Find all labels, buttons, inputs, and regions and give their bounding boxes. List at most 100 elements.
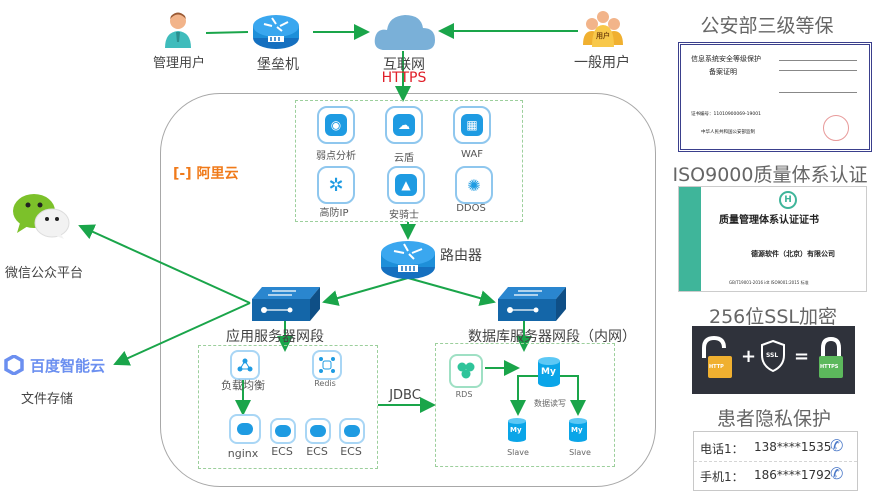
phone-call-icon[interactable]: ✆ xyxy=(830,464,844,483)
server-label: nginx xyxy=(227,447,259,460)
wire-router-app xyxy=(322,277,409,306)
mps-heading-1: 信息系统安全等级保护 xyxy=(691,55,761,63)
nginx-node[interactable] xyxy=(229,414,261,444)
ssl-shield-label: SSL xyxy=(766,352,779,359)
jdbc-label: JDBC xyxy=(389,388,421,403)
mysql-mark: My xyxy=(571,426,583,434)
iso-company: 德源软件（北京）有限公司 xyxy=(751,250,835,258)
ssl-banner-image: HTTP + SSL = HTTPS xyxy=(692,326,855,394)
cloud-shield-icon: ☁ xyxy=(393,114,415,136)
file-storage-label: 文件存储 xyxy=(21,392,74,407)
service-anti-ddos-ip[interactable]: ✲ xyxy=(317,166,355,204)
mysql-database-icon xyxy=(569,418,587,442)
wire-app-wechat xyxy=(78,224,251,304)
ecs-node[interactable] xyxy=(305,418,331,444)
load-balancer-node[interactable] xyxy=(230,350,260,380)
mysql-master-node[interactable]: My xyxy=(538,357,560,387)
aliyun-logo: [-] 阿里云 xyxy=(173,163,238,183)
baidu-cloud-logo: 百度智能云 xyxy=(4,354,114,376)
wechat-label: 微信公众平台 xyxy=(5,266,84,281)
phone-row-value: 186****1792 xyxy=(754,468,832,482)
cloud-server-icon xyxy=(310,425,326,437)
redis-node[interactable] xyxy=(312,350,342,380)
db-segment-label: 数据库服务器网段（内网） xyxy=(468,329,636,345)
mysql-database-icon xyxy=(508,418,526,442)
iso-title: ISO9000质量体系认证 xyxy=(672,164,868,186)
wechat-icon xyxy=(12,193,70,239)
ssl-equals: = xyxy=(794,346,810,367)
service-label: 弱点分析 xyxy=(316,151,356,162)
service-weakness-analysis[interactable]: ◉ xyxy=(317,106,355,144)
server-label: ECS xyxy=(306,445,328,458)
wire-master-slave-2 xyxy=(558,375,586,416)
iso-certificate-image: H 质量管理体系认证证书 德源软件（北京）有限公司 GB/T19001-2016… xyxy=(678,186,867,292)
ssl-https-label: HTTPS xyxy=(820,364,839,370)
mysql-slave-node[interactable]: My xyxy=(569,418,587,442)
wire-master-slave-1 xyxy=(510,375,538,416)
https-label: HTTPS xyxy=(381,70,427,86)
rds-label: RDS xyxy=(455,390,473,399)
user-badge: 用户 xyxy=(596,32,610,40)
service-label: DDOS xyxy=(456,203,486,214)
server-label: ECS xyxy=(340,445,362,458)
service-waf[interactable]: ▦ xyxy=(453,106,491,144)
network-nodes-icon xyxy=(237,358,253,372)
service-cloud-shield[interactable]: ☁ xyxy=(385,106,423,144)
mps-certificate-image: 信息系统安全等级保护 备案证明 证书编号：11010900069-19001 中… xyxy=(678,42,872,152)
mysql-slave-node[interactable]: My xyxy=(508,418,526,442)
red-seal-icon xyxy=(823,115,849,141)
load-balancer-label: 负载均衡 xyxy=(221,379,265,392)
rds-hexagon-icon xyxy=(457,362,475,379)
rds-node[interactable] xyxy=(449,354,483,388)
mps-heading-2: 备案证明 xyxy=(709,68,737,76)
cloud-server-icon xyxy=(344,425,360,437)
general-users-icon: 用户 xyxy=(583,9,623,49)
router-label: 路由器 xyxy=(440,248,482,264)
ecs-node[interactable] xyxy=(339,418,365,444)
mysql-mark: My xyxy=(510,426,522,434)
open-padlock-icon xyxy=(702,336,732,378)
service-ddos[interactable]: ✺ xyxy=(455,166,493,204)
general-user-label: 一般用户 xyxy=(574,55,630,71)
redis-label: Redis xyxy=(314,379,336,388)
phone-call-icon[interactable]: ✆ xyxy=(830,436,844,455)
redis-cluster-icon xyxy=(319,357,335,373)
baidu-hexagon-icon xyxy=(4,355,24,375)
phone-row-value: 138****1535 xyxy=(754,440,832,454)
db-server-box xyxy=(435,343,615,467)
slave-label: Slave xyxy=(507,448,529,457)
mps-text-line xyxy=(779,67,857,71)
mps-text-line xyxy=(779,57,857,61)
mysql-database-icon xyxy=(538,357,560,387)
admin-user-icon xyxy=(163,10,193,48)
phone-row: 手机1： 186****1792 ✆ xyxy=(694,461,857,489)
cloud-server-icon xyxy=(237,423,253,435)
wire-router-db xyxy=(407,277,496,306)
baidu-logo-text: 百度智能云 xyxy=(30,356,106,375)
eye-shield-icon: ◉ xyxy=(325,114,347,136)
service-label: 云盾 xyxy=(394,153,414,164)
phone-row-label: 电话1： xyxy=(700,442,744,456)
iso-logo-icon: H xyxy=(779,191,797,209)
mps-cert-no: 证书编号：11010900069-19001 xyxy=(691,112,761,117)
burst-icon: ✺ xyxy=(463,174,485,196)
service-label: 安骑士 xyxy=(389,210,419,221)
ssl-plus: + xyxy=(741,346,757,367)
ecs-node[interactable] xyxy=(270,418,296,444)
mps-issuer: 中华人民共和国公安部监制 xyxy=(701,130,755,135)
app-server-box xyxy=(198,345,378,469)
iso-heading: 质量管理体系认证证书 xyxy=(719,215,819,226)
bastion-router-icon xyxy=(252,12,300,50)
service-anqishi[interactable]: ▲ xyxy=(387,166,425,204)
internet-cloud-icon xyxy=(373,10,437,52)
service-label: WAF xyxy=(461,149,483,160)
gear-icon: ✲ xyxy=(325,174,347,196)
slave-label: Slave xyxy=(569,448,591,457)
mps-text-line xyxy=(779,89,857,93)
aliyun-logo-text: 阿里云 xyxy=(196,166,239,182)
admin-user-label: 管理用户 xyxy=(152,56,206,71)
wire-admin-bastion xyxy=(205,31,249,34)
ssl-title: 256位SSL加密 xyxy=(709,306,837,328)
mysql-mark: My xyxy=(541,367,556,377)
internet-label: 互联网 xyxy=(383,57,425,73)
